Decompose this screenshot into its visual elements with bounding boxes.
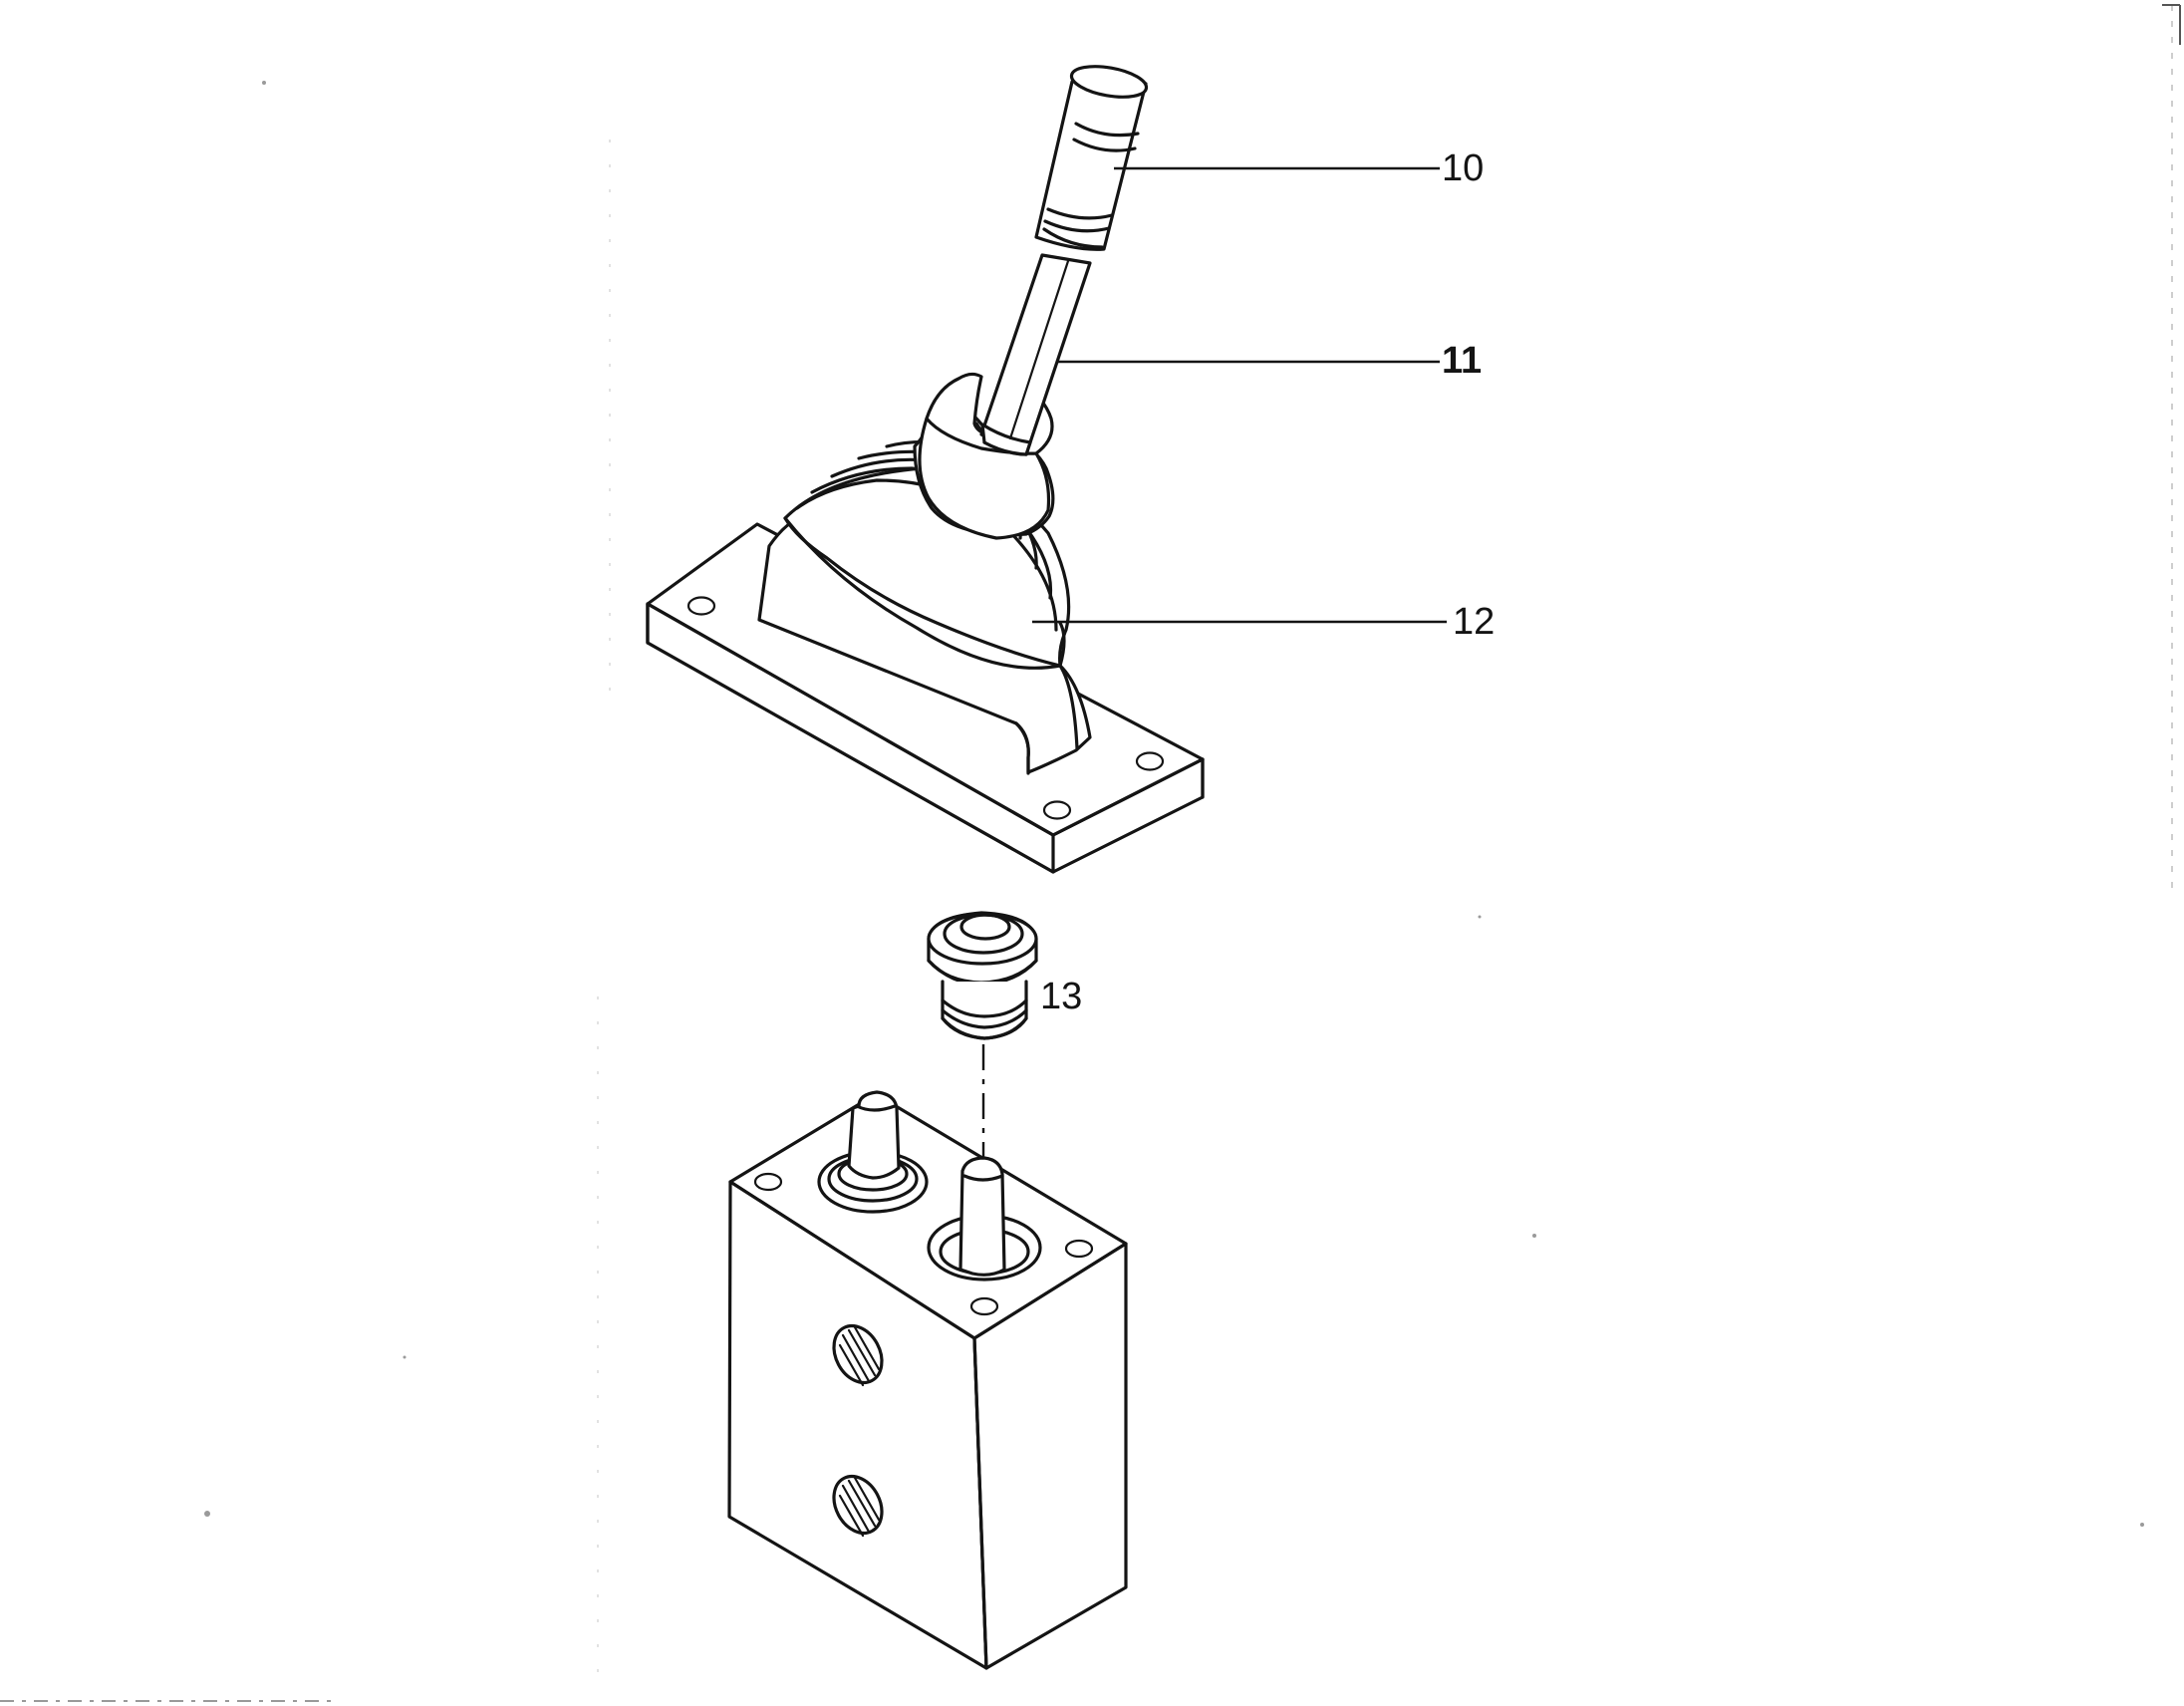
plunger-right: [927, 1156, 1042, 1281]
side-port-lower: [832, 1474, 884, 1538]
rubber-boot: [757, 372, 1092, 775]
callout-knob: 10: [1442, 147, 1484, 189]
bolt-hole: [1135, 751, 1165, 771]
lever-shaft: [979, 253, 1092, 456]
mount-hole: [753, 1172, 783, 1192]
callout-boot: 12: [1453, 601, 1495, 643]
bolt-hole: [1042, 800, 1072, 820]
mount-hole: [969, 1296, 999, 1316]
upper-callouts: 10 11 12: [1032, 147, 1495, 643]
bolt-hole: [686, 596, 716, 616]
mount-hole: [1064, 1239, 1094, 1259]
side-port-upper: [832, 1323, 884, 1387]
plunger-left: [817, 1090, 929, 1214]
callout-plug: 13: [1040, 976, 1082, 1017]
valve-plug: 13: [927, 911, 1082, 1040]
valve-block: [727, 1090, 1128, 1670]
callout-lever: 11: [1442, 340, 1482, 382]
lever-assembly: 10 11 12: [646, 65, 1495, 874]
scan-artifacts: [0, 4, 2181, 1702]
handle-knob: [1034, 65, 1149, 251]
